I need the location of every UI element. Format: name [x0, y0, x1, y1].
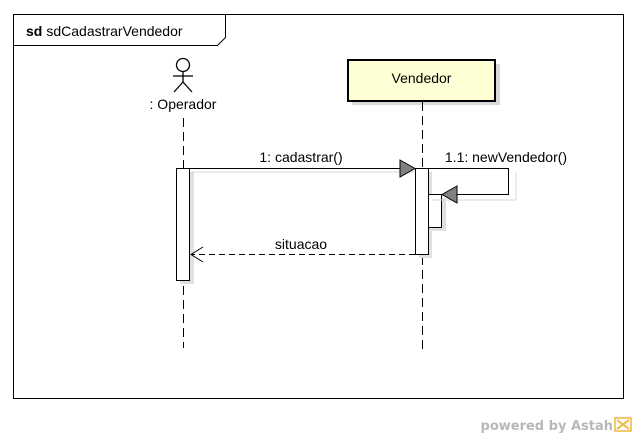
object-label: Vendedor	[392, 70, 452, 86]
diagram-frame	[13, 14, 624, 399]
arrowhead-open-icon	[190, 246, 204, 263]
message-cadastrar[interactable]: 1: cadastrar()	[190, 149, 417, 178]
object-box	[347, 59, 496, 102]
message-situacao[interactable]: situacao	[190, 236, 415, 263]
message-newvendedor[interactable]: 1.1: newVendedor()	[428, 149, 568, 204]
watermark-text: powered by Astah	[481, 419, 613, 434]
watermark: powered by Astah	[481, 417, 632, 434]
frame-name: sdCadastrarVendedor	[46, 23, 183, 39]
message-shadow	[432, 172, 517, 201]
message-label: situacao	[275, 236, 327, 252]
activation-vendedor[interactable]	[415, 168, 429, 255]
message-line	[428, 168, 509, 195]
message-label: 1: cadastrar()	[259, 149, 342, 165]
activation-operador[interactable]	[176, 168, 190, 281]
frame-tab	[13, 14, 226, 46]
actor-label: : Operador	[150, 96, 217, 112]
frame-keyword: sd	[26, 23, 42, 39]
arrowhead-filled-icon	[440, 185, 458, 204]
object-vendedor[interactable]: Vendedor	[347, 59, 500, 105]
astah-logo-icon	[614, 417, 632, 432]
arrowhead-filled-icon	[399, 159, 417, 178]
actor-stick-figure-icon	[173, 57, 193, 93]
activation-vendedor-nested[interactable]	[428, 194, 442, 228]
message-label: 1.1: newVendedor()	[445, 149, 567, 165]
actor-operador[interactable]: : Operador	[150, 57, 217, 113]
